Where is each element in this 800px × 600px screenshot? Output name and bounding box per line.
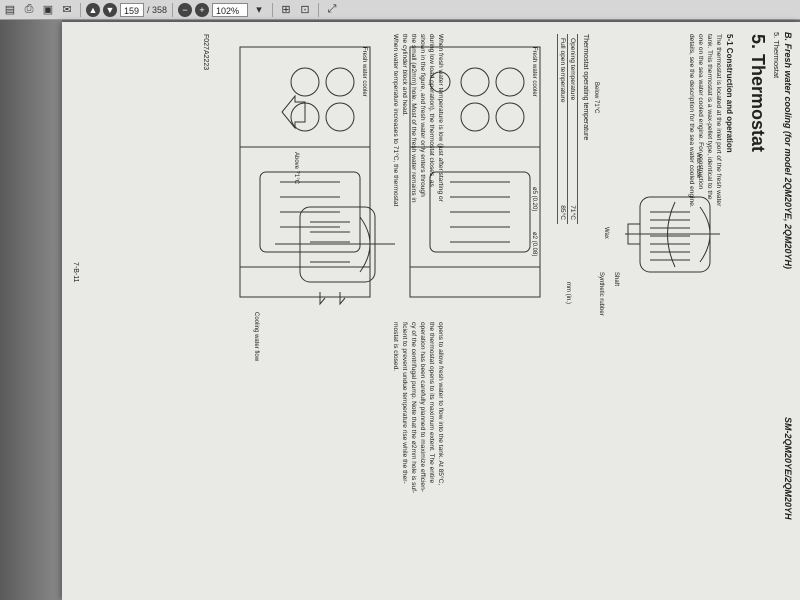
thermostat-closed-drawing xyxy=(625,196,720,273)
body-line: the thermostat opens to its maximum exte… xyxy=(428,322,435,484)
body-paragraph-right: opens to allow fresh water to flow into … xyxy=(391,322,445,592)
document-page: B. Fresh water cooling (for model 2QM20Y… xyxy=(62,22,800,600)
rotated-page-content: B. Fresh water cooling (for model 2QM20Y… xyxy=(62,22,800,600)
next-page-icon[interactable]: ▼ xyxy=(103,2,117,17)
running-header-section: 5. Thermostat xyxy=(772,32,781,79)
body-line: the cylinder block and head. xyxy=(401,34,408,117)
hole-2mm-label: ø2 (0.08) xyxy=(531,232,537,257)
table-title: Thermostat operating temperature xyxy=(582,34,589,141)
below-71c-label: Below 71°C xyxy=(593,82,599,114)
viewer-toolbar: ▤ ⎙ ▣ ✉ ▲ ▼ 159 / 358 − + 102% ▾ ⊞ ⊡ ⤢ xyxy=(0,0,800,20)
arrow-down-icon xyxy=(281,94,306,130)
toolbar-divider xyxy=(172,2,174,17)
page-total-label: / 358 xyxy=(147,4,168,15)
table-cell-label: Opening temperature xyxy=(567,34,578,179)
wax-case-label: Wax case xyxy=(695,152,701,179)
body-line: operation has been carefully planned to … xyxy=(419,322,426,492)
body-line: When water temperature increases to 71°C… xyxy=(392,34,399,207)
units-label: mm (in.) xyxy=(565,282,571,304)
section-heading: 5-1 Construction and operation xyxy=(725,34,734,153)
body-line: When fresh water temperature is low (jus… xyxy=(437,34,444,202)
table-row: Opening temperature 71°C xyxy=(567,34,578,224)
wax-label: Wax xyxy=(603,227,609,239)
email-icon[interactable]: ✉ xyxy=(62,4,72,16)
toolbar-divider xyxy=(80,2,81,17)
viewer-margin xyxy=(0,20,62,600)
body-line: shown in the figure, and fresh water onl… xyxy=(419,34,426,197)
body-line: ficient to prevent undue temperature ris… xyxy=(401,322,408,484)
page-number: 7-B-11 xyxy=(72,262,79,283)
cross-section-open-drawing xyxy=(239,46,371,298)
body-line: during low load operation), the thermost… xyxy=(428,34,435,187)
chevron-down-icon[interactable]: ▾ xyxy=(256,4,262,16)
table-cell-label: Full open temperature xyxy=(557,34,568,179)
body-line: the small (ø2mm) hole. Most of the fresh… xyxy=(410,34,417,203)
table-cell-value: 85°C xyxy=(557,178,568,224)
body-line: mostat is closed. xyxy=(392,322,399,372)
toolbar-divider xyxy=(318,2,320,17)
fit-page-icon[interactable]: ⊞ xyxy=(281,4,291,16)
table-cell-value: 71°C xyxy=(567,178,578,224)
zoom-in-icon[interactable]: + xyxy=(195,2,210,17)
table-row: Full open temperature 85°C xyxy=(557,34,568,224)
expand-icon[interactable]: ⤢ xyxy=(327,3,337,15)
running-header-model: SM-2QM20YE/2QM20YH xyxy=(783,417,793,520)
operating-temperature-table: Opening temperature 71°C Full open tempe… xyxy=(557,34,578,224)
previous-page-icon[interactable]: ▲ xyxy=(86,2,100,17)
toolbar-divider xyxy=(272,2,274,17)
body-line: opens to allow fresh water to flow into … xyxy=(437,322,444,486)
fresh-water-cooler-label: Fresh water cooler xyxy=(361,47,367,97)
zoom-out-icon[interactable]: − xyxy=(178,2,193,17)
print-icon[interactable]: ⎙ xyxy=(24,3,34,15)
figure-code: F027A2223 xyxy=(202,34,209,71)
fresh-water-cooler-label: Fresh water cooler xyxy=(531,47,537,97)
shaft-label: Shaft xyxy=(613,272,619,287)
cross-section-closed-drawing xyxy=(409,46,541,298)
synthetic-rubber-label: Synthetic rubber xyxy=(598,272,604,316)
zoom-level-input[interactable]: 102% xyxy=(212,2,249,17)
body-line: cy of the centrifugal pump. Note that th… xyxy=(410,322,417,494)
body-paragraph-left: When fresh water temperature is low (jus… xyxy=(391,34,445,304)
hole-5mm-label: ø5 (0.20) xyxy=(531,187,537,212)
open-icon[interactable]: ▤ xyxy=(4,4,16,16)
cooling-water-flow-label: Cooling water flow xyxy=(253,312,259,362)
page-title: 5. Thermostat xyxy=(748,34,768,153)
save-icon[interactable]: ▣ xyxy=(42,4,54,16)
fit-width-icon[interactable]: ⊡ xyxy=(300,4,310,16)
page-number-input[interactable]: 159 xyxy=(120,2,144,17)
running-header-chapter: B. Fresh water cooling (for model 2QM20Y… xyxy=(783,32,793,270)
